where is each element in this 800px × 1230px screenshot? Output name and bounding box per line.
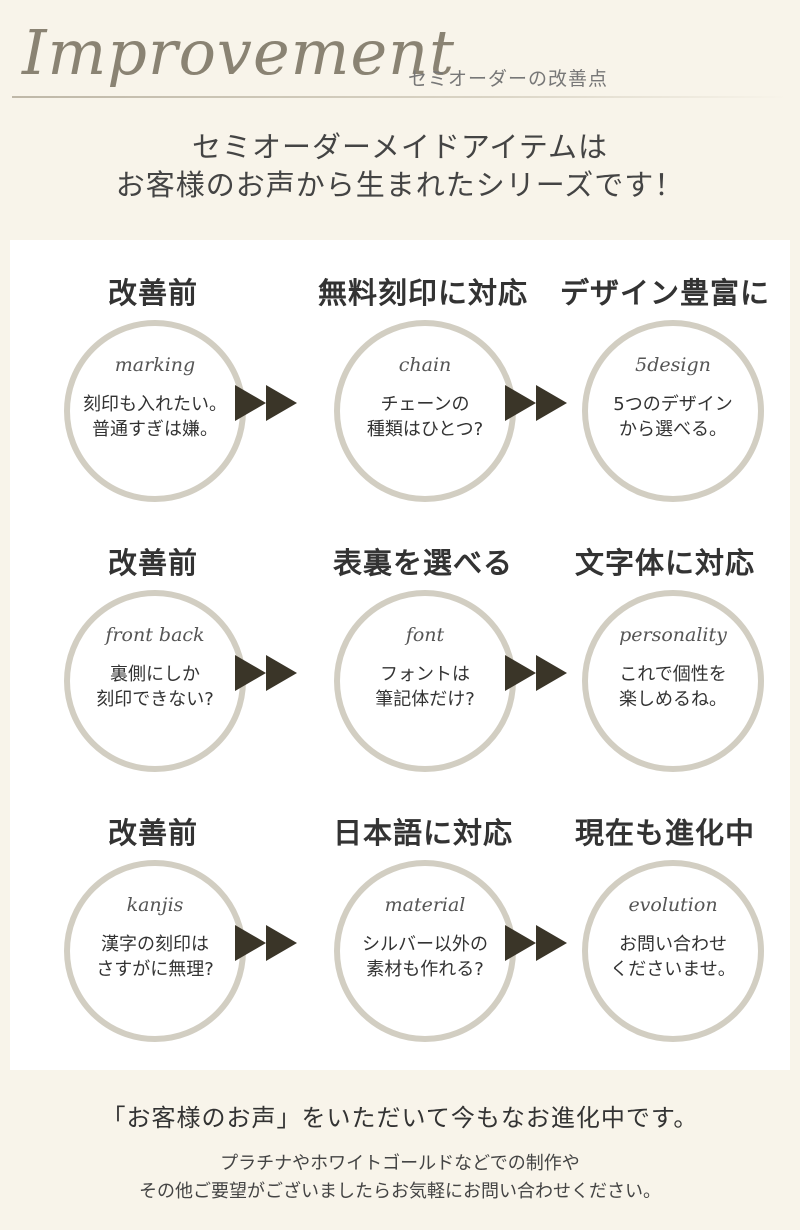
brand-script-title: Improvement — [22, 16, 455, 89]
circle-text: フォントは 筆記体だけ? — [375, 664, 475, 710]
column-mid: 日本語に対応 material シルバー以外の 素材も作れる? — [298, 780, 548, 1050]
improvement-row: 改善前 front back 裏側にしか 刻印できない? 表裏を選べる font… — [10, 510, 790, 780]
column-after: デザイン豊富に 5design 5つのデザイン から選べる。 — [540, 240, 790, 510]
column-heading: 改善前 — [107, 546, 198, 580]
intro-text: セミオーダーメイドアイテムは お客様のお声から生まれたシリーズです！ — [0, 128, 800, 204]
column-heading: 改善前 — [107, 816, 198, 850]
column-heading: デザイン豊富に — [559, 276, 770, 310]
info-circle: kanjis 漢字の刻印は さすがに無理? — [64, 860, 246, 1042]
info-circle: front back 裏側にしか 刻印できない? — [64, 590, 246, 772]
header-subtitle: セミオーダーの改善点 — [408, 68, 609, 90]
info-circle: font フォントは 筆記体だけ? — [334, 590, 516, 772]
info-circle: material シルバー以外の 素材も作れる? — [334, 860, 516, 1042]
circle-tag: font — [405, 624, 445, 646]
column-after: 現在も進化中 evolution お問い合わせ くださいませ。 — [540, 780, 790, 1050]
header: Improvement セミオーダーの改善点 — [0, 0, 800, 120]
intro-line-2: お客様のお声から生まれたシリーズです！ — [115, 168, 685, 202]
circle-tag: front back — [105, 624, 205, 646]
column-before: 改善前 front back 裏側にしか 刻印できない? — [28, 510, 278, 780]
column-heading: 日本語に対応 — [332, 816, 513, 850]
improvement-row: 改善前 marking 刻印も入れたい。 普通すぎは嫌。 無料刻印に対応 cha… — [10, 240, 790, 510]
footer-note: プラチナやホワイトゴールドなどでの制作や その他ご要望がございましたらお気軽にお… — [139, 1153, 661, 1202]
double-arrow-icon — [235, 655, 297, 691]
double-arrow-icon — [505, 385, 567, 421]
circle-tag: chain — [398, 354, 452, 376]
intro-line-1: セミオーダーメイドアイテムは — [192, 130, 608, 164]
column-after: 文字体に対応 personality これで個性を 楽しめるね。 — [540, 510, 790, 780]
column-before: 改善前 kanjis 漢字の刻印は さすがに無理? — [28, 780, 278, 1050]
info-circle: 5design 5つのデザイン から選べる。 — [582, 320, 764, 502]
circle-tag: 5design — [635, 354, 711, 376]
circle-tag: evolution — [628, 894, 718, 916]
improvement-row: 改善前 kanjis 漢字の刻印は さすがに無理? 日本語に対応 materia… — [10, 780, 790, 1050]
circle-text: 裏側にしか 刻印できない? — [96, 664, 214, 710]
column-heading: 無料刻印に対応 — [317, 276, 528, 310]
circle-tag: kanjis — [126, 894, 184, 916]
info-circle: chain チェーンの 種類はひとつ? — [334, 320, 516, 502]
column-mid: 無料刻印に対応 chain チェーンの 種類はひとつ? — [298, 240, 548, 510]
double-arrow-icon — [505, 925, 567, 961]
circle-text: チェーンの 種類はひとつ? — [366, 394, 484, 440]
column-heading: 表裏を選べる — [332, 546, 513, 580]
header-divider — [12, 96, 788, 98]
circle-text: 漢字の刻印は さすがに無理? — [96, 934, 214, 980]
double-arrow-icon — [235, 925, 297, 961]
info-circle: evolution お問い合わせ くださいませ。 — [582, 860, 764, 1042]
circle-text: 刻印も入れたい。 普通すぎは嫌。 — [83, 394, 227, 440]
improvement-panel: 改善前 marking 刻印も入れたい。 普通すぎは嫌。 無料刻印に対応 cha… — [10, 240, 790, 1070]
info-circle: marking 刻印も入れたい。 普通すぎは嫌。 — [64, 320, 246, 502]
column-mid: 表裏を選べる font フォントは 筆記体だけ? — [298, 510, 548, 780]
column-heading: 改善前 — [107, 276, 198, 310]
info-circle: personality これで個性を 楽しめるね。 — [582, 590, 764, 772]
column-before: 改善前 marking 刻印も入れたい。 普通すぎは嫌。 — [28, 240, 278, 510]
column-heading: 文字体に対応 — [574, 546, 755, 580]
circle-tag: marking — [114, 354, 196, 376]
circle-text: これで個性を 楽しめるね。 — [619, 664, 727, 710]
circle-text: お問い合わせ くださいませ。 — [610, 934, 736, 980]
column-heading: 現在も進化中 — [574, 816, 755, 850]
double-arrow-icon — [505, 655, 567, 691]
footer-headline: 「お客様のお声」をいただいて今もなお進化中です。 — [101, 1104, 699, 1132]
circle-tag: personality — [619, 624, 727, 646]
circle-text: 5つのデザイン から選べる。 — [613, 394, 733, 440]
circle-tag: material — [384, 894, 466, 916]
double-arrow-icon — [235, 385, 297, 421]
circle-text: シルバー以外の 素材も作れる? — [362, 934, 488, 980]
